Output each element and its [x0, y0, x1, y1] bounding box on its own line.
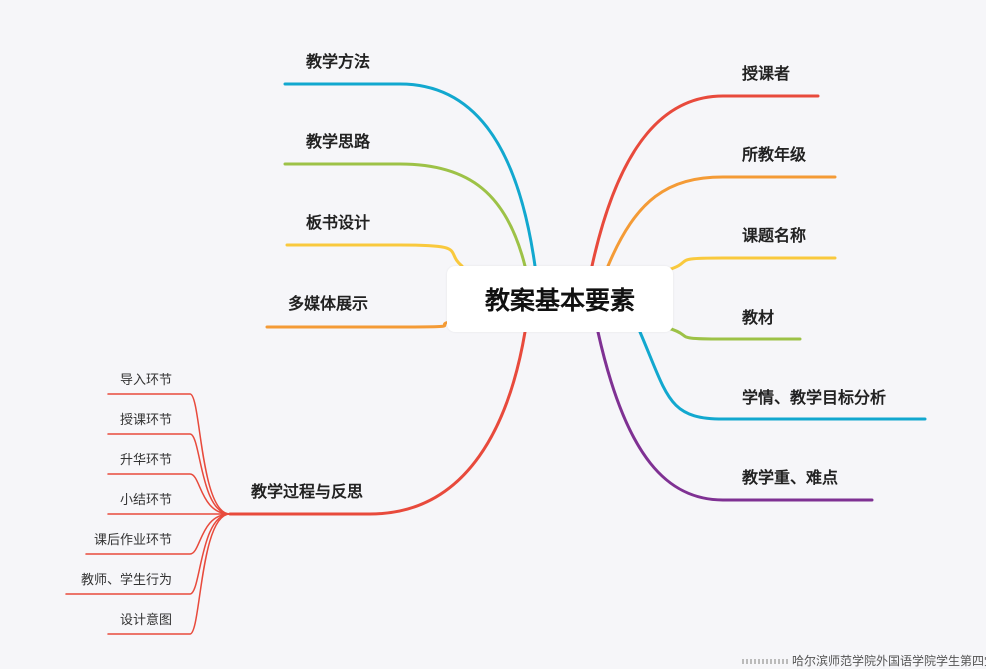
subtopic-behaviors[interactable]: 教师、学生行为 [80, 573, 172, 588]
topic-teaching-method[interactable]: 教学方法 [306, 52, 371, 71]
topic-board-design[interactable]: 板书设计 [306, 213, 371, 232]
footer-logo [742, 659, 790, 664]
left-branch-connectors [265, 82, 537, 329]
topic-teaching-idea[interactable]: 教学思路 [306, 132, 371, 151]
topic-teacher[interactable]: 授课者 [742, 64, 791, 83]
connector-right-5 [596, 330, 874, 502]
connector-subtopic-0 [107, 393, 231, 515]
connector-right-4 [638, 330, 927, 421]
topic-teaching-process[interactable]: 教学过程与反思 [251, 482, 364, 501]
connector-subtopic-5 [65, 513, 231, 595]
central-topic[interactable]: 教案基本要素 [447, 266, 673, 332]
connector-right-1 [606, 175, 837, 268]
connector-right-0 [590, 94, 820, 268]
connector-left-1 [283, 162, 527, 268]
connector-left-0 [283, 82, 537, 268]
connector-subtopic-2 [107, 473, 231, 515]
connector-right-3 [666, 326, 802, 341]
subtopic-teaching[interactable]: 授课环节 [119, 413, 172, 428]
topic-lesson-title[interactable]: 课题名称 [742, 226, 807, 245]
connector-left-3 [265, 320, 452, 329]
right-branch-connectors [590, 94, 927, 502]
subtopic-homework[interactable]: 课后作业环节 [93, 533, 172, 548]
connector-right-2 [666, 256, 837, 272]
subtopic-introduction[interactable]: 导入环节 [119, 373, 172, 388]
topic-learner-analysis[interactable]: 学情、教学目标分析 [742, 388, 887, 407]
connector-left-2 [285, 243, 464, 268]
subtopic-sublimation[interactable]: 升华环节 [119, 453, 172, 468]
connector-subtopic-1 [107, 433, 231, 515]
topic-multimedia[interactable]: 多媒体展示 [288, 294, 369, 313]
connector-subtopic-6 [107, 513, 231, 635]
topic-grade[interactable]: 所教年级 [742, 145, 807, 164]
footer-text: 哈尔滨师范学院外国语学院学生第四党支部 [792, 654, 986, 668]
connector-subtopic-4 [85, 513, 231, 555]
subtopic-design-intent[interactable]: 设计意图 [119, 613, 172, 628]
topic-key-points[interactable]: 教学重、难点 [742, 468, 839, 487]
central-topic-title: 教案基本要素 [484, 286, 635, 315]
subtopic-summary[interactable]: 小结环节 [119, 493, 172, 508]
process-branch-connectors [65, 330, 527, 635]
connector-process-main [228, 330, 527, 516]
topic-textbook[interactable]: 教材 [742, 308, 775, 327]
